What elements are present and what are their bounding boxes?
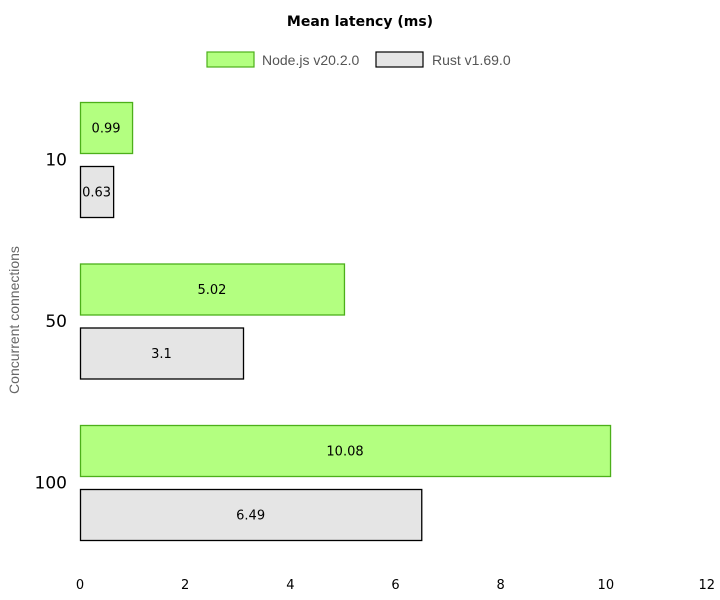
y-axis-label: Concurrent connections [6, 246, 22, 394]
bar-rust-10 [79, 165, 115, 219]
bar-value-label-rust-100: 6.49 [236, 509, 265, 524]
bar-value-label-node-100: 10.08 [326, 445, 363, 460]
x-tick-label-4: 4 [286, 578, 294, 593]
legend-swatch-node [206, 51, 255, 68]
x-tick-label-6: 6 [391, 578, 399, 593]
legend-label-rust: Rust v1.69.0 [432, 52, 511, 68]
bar-rust-50 [79, 327, 245, 380]
bar-labels-group: 0.99 0.63 5.02 3.1 10.08 6.49 [82, 122, 364, 524]
bar-value-label-node-50: 5.02 [198, 283, 227, 298]
bar-node-50 [79, 263, 346, 316]
x-tick-label-8: 8 [497, 578, 505, 593]
bar-value-label-node-10: 0.99 [92, 122, 121, 137]
x-tick-label-0: 0 [76, 578, 84, 593]
bar-node-100 [79, 424, 612, 478]
bar-value-label-rust-10: 0.63 [82, 186, 111, 201]
category-label-50: 50 [45, 312, 67, 332]
legend-swatch-rust [375, 51, 424, 68]
bar-value-label-rust-50: 3.1 [151, 347, 172, 362]
bars-group [79, 101, 612, 542]
x-tick-label-10: 10 [598, 578, 615, 593]
bar-rust-100 [79, 488, 423, 542]
x-tick-label-2: 2 [181, 578, 189, 593]
chart-title: Mean latency (ms) [287, 14, 433, 30]
category-labels-group: 10 50 100 [35, 151, 67, 494]
x-tick-labels-group: 0 2 4 6 8 10 12 [76, 578, 715, 593]
category-label-10: 10 [45, 151, 67, 171]
category-label-100: 100 [35, 474, 67, 494]
legend: Node.js v20.2.0 Rust v1.69.0 [206, 51, 511, 68]
bar-node-10 [79, 101, 134, 155]
x-tick-label-12: 12 [698, 578, 715, 593]
legend-label-node: Node.js v20.2.0 [262, 52, 359, 68]
